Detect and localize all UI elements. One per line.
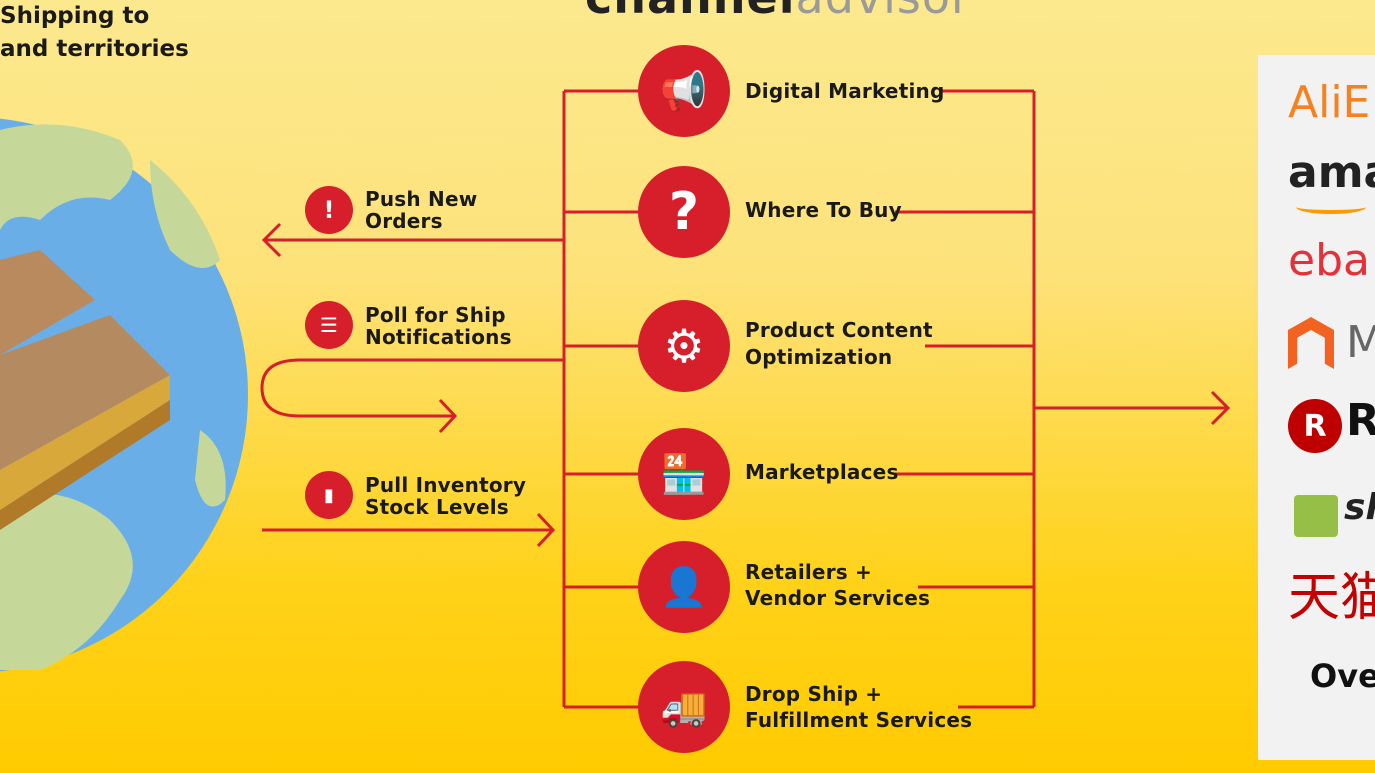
shipping-text-line1: Shipping to [0,3,150,29]
label-line: Fulfillment Services [745,708,973,732]
marketplaces-label: Marketplaces [745,460,899,484]
where-to-buy-label: Where To Buy [745,198,902,222]
marketplace-logos-panel: AliE ama eba M R R sh 天猫 Ove [1258,55,1375,760]
channeladvisor-logo: channeladvisor [585,0,971,24]
bar-chart-icon: ▮ [305,471,353,519]
arrow-to-marketplaces [1034,390,1231,426]
shopify-logo: sh [1344,487,1375,528]
label-line: Poll for Ship [365,303,506,327]
label-line: Pull Inventory [365,473,527,497]
rakuten-logo: R [1346,395,1375,446]
arrow-poll-notifications [260,358,564,434]
storefront-icon: 🏪 [638,428,730,520]
label-line: Vendor Services [745,586,931,610]
label-line: Push New [365,187,478,211]
question-icon: ? [638,166,730,258]
shipping-text-line2: and territories [0,36,189,62]
magento-icon [1288,317,1334,369]
list-icon: ☰ [305,301,353,349]
label-line: Notifications [365,325,512,349]
aliexpress-logo: AliE [1288,77,1371,128]
gear-cycle-icon: ⚙ [638,300,730,392]
retailer-desk-icon: 👤 [638,541,730,633]
label-line: Drop Ship + [745,682,883,706]
rakuten-icon: R [1288,399,1342,453]
magento-logo: M [1346,317,1375,368]
amazon-smile-icon [1296,200,1366,214]
retailers-vendor-label: Retailers +Vendor Services [745,559,930,611]
globe-with-warehouse [0,118,248,672]
label-line: Stock Levels [365,495,509,519]
megaphone-icon: 📢 [638,45,730,137]
tmall-logo: 天猫 [1288,568,1375,628]
label-line: Orders [365,209,443,233]
drop-ship-label: Drop Ship +Fulfillment Services [745,681,972,733]
logo-part-advisor: advisor [796,0,971,24]
arrow-push-orders [261,222,564,258]
arrow-pull-inventory [262,512,556,548]
digital-marketing-label: Digital Marketing [745,79,945,103]
amazon-logo: ama [1288,147,1375,198]
shopify-bag-icon [1294,495,1338,537]
label-line: Product Content [745,318,933,342]
over-text: Ove [1310,657,1375,695]
ebay-logo: eba [1288,235,1370,286]
label-line: Retailers + [745,560,872,584]
logo-part-channel: channel [585,0,796,24]
truck-icon: 🚚 [638,661,730,753]
exclamation-icon: ! [305,186,353,234]
label-line: Optimization [745,345,893,369]
